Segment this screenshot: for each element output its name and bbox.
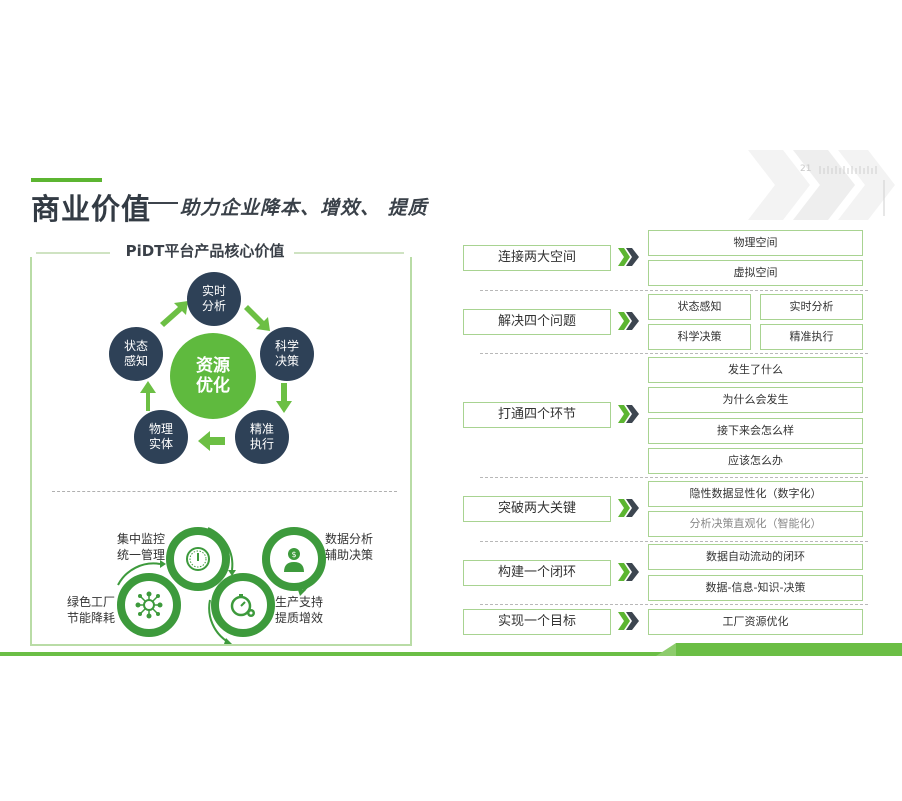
cycle-node-realtime-analysis: 实时 分析 (187, 272, 241, 326)
network-nodes-icon (135, 591, 163, 619)
chevron-right-icon (618, 248, 639, 266)
chevron-right-icon (618, 312, 639, 330)
benefit-label-production: 生产支持 提质增效 (275, 595, 324, 625)
title-dash (148, 202, 178, 204)
row-label-two-keys: 突破两大关键 (463, 496, 611, 522)
item-realtime-analysis: 实时分析 (760, 294, 863, 320)
benefit-label-decision: 数据分析 辅助决策 (325, 532, 374, 562)
dollar-person-icon: $ (284, 548, 304, 572)
item-state-perception: 状态感知 (648, 294, 751, 320)
cycle-arrows (140, 301, 292, 451)
cycle-center-resource-optimization: 资源 优化 (170, 333, 256, 419)
benefit-label-monitoring: 集中监控 统一管理 (117, 532, 166, 562)
row-label-closed-loop: 构建一个闭环 (463, 560, 611, 586)
panel-title: PiDT平台产品核心价值 (125, 242, 285, 260)
item-digitization: 隐性数据显性化（数字化） (648, 481, 863, 507)
item-data-flow-loop: 数据自动流动的闭环 (648, 544, 863, 570)
item-precise-execution: 精准执行 (760, 324, 863, 350)
item-why-happened: 为什么会发生 (648, 387, 863, 413)
cycle-node-precise-execution: 精准 执行 (235, 410, 289, 464)
row-label-one-goal: 实现一个目标 (463, 609, 611, 635)
core-value-panel (30, 257, 412, 646)
item-what-to-do: 应该怎么办 (648, 448, 863, 474)
chevron-right-icon (618, 612, 639, 630)
panel-title-line-right (294, 252, 404, 254)
chevron-right-icon (618, 405, 639, 423)
chevron-right-icon (618, 499, 639, 517)
benefit-label-green-factory: 绿色工厂 节能降耗 (67, 595, 116, 625)
clock-icon (186, 547, 210, 571)
chevron-right-icon (618, 563, 639, 581)
panel-divider (52, 491, 397, 492)
decorative-chevrons-icon (748, 150, 895, 220)
item-what-happened: 发生了什么 (648, 357, 863, 383)
benefit-ring-production (211, 573, 275, 637)
stopwatch-gear-icon (230, 594, 255, 617)
row-separator (480, 477, 868, 478)
cycle-node-state-perception: 状态 感知 (109, 327, 163, 381)
row-separator (480, 541, 868, 542)
decorative-number: 21 (800, 164, 812, 174)
item-data-info-knowledge-decision: 数据-信息-知识-决策 (648, 575, 863, 601)
panel-title-line-left (36, 252, 110, 254)
cycle-node-physical-entity: 物理 实体 (134, 410, 188, 464)
item-physical-space: 物理空间 (648, 230, 863, 256)
item-virtual-space: 虚拟空间 (648, 260, 863, 286)
footer-band-slant (656, 643, 676, 656)
row-label-four-links: 打通四个环节 (463, 402, 611, 428)
benefit-ring-decision: $ (262, 527, 326, 591)
item-scientific-decision: 科学决策 (648, 324, 751, 350)
svg-text:$: $ (291, 550, 296, 559)
row-separator (480, 353, 868, 354)
item-intelligence: 分析决策直观化（智能化） (648, 511, 863, 537)
item-what-next: 接下来会怎么样 (648, 418, 863, 444)
row-separator (480, 290, 868, 291)
item-factory-resource-optimization: 工厂资源优化 (648, 609, 863, 635)
footer-band-accent (676, 643, 902, 656)
title-accent-bar (31, 178, 102, 182)
row-label-solve-problems: 解决四个问题 (463, 309, 611, 335)
benefit-ring-green-factory (117, 573, 181, 637)
benefit-ring-monitoring (166, 527, 230, 591)
row-label-connect-spaces: 连接两大空间 (463, 245, 611, 271)
cycle-node-scientific-decision: 科学 决策 (260, 327, 314, 381)
page-title: 商业价值 (31, 192, 152, 226)
row-separator (480, 604, 868, 605)
footer-band (0, 652, 902, 656)
page-subtitle: 助力企业降本、增效、 提质 (180, 197, 428, 219)
